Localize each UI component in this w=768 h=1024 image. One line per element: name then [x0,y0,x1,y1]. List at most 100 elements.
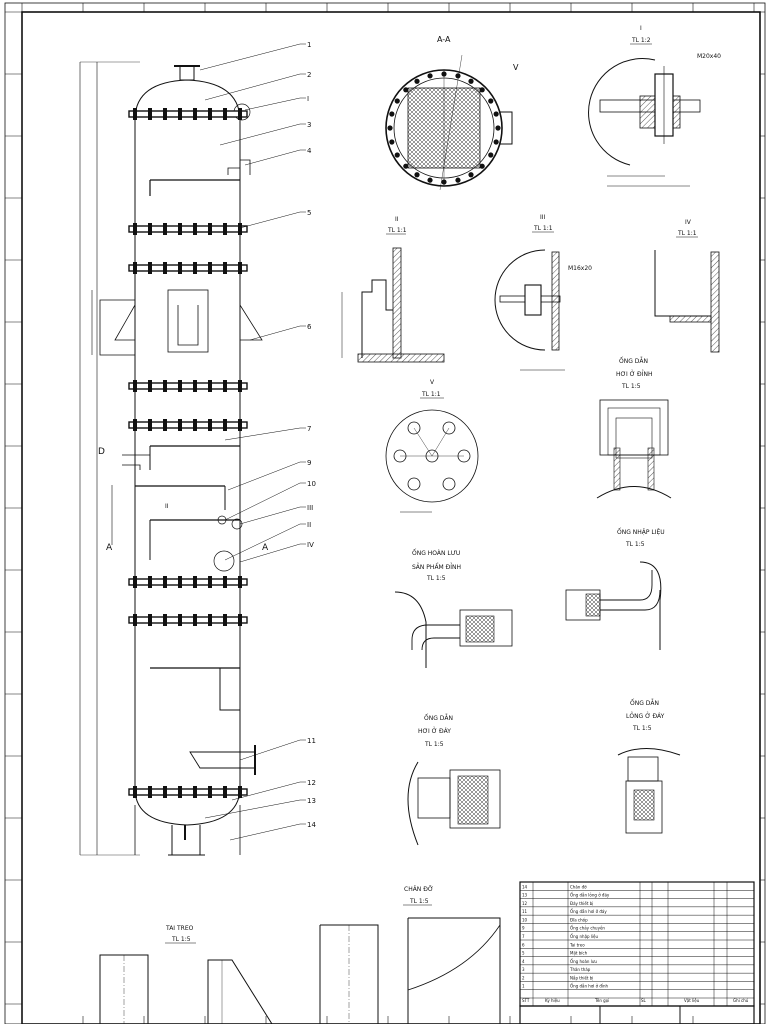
label-ii: II [165,503,169,510]
title-block-row-name: Thân tháp [569,967,591,972]
detail-i: I TL 1:2 M20x40 [588,25,721,187]
section-aa: A-A V [385,35,519,191]
callout-label: 7 [307,425,311,433]
title-block-row-no: 9 [522,926,525,931]
callout-label: 5 [307,209,311,217]
svg-text:Ký hiệu: Ký hiệu [545,998,560,1003]
title-block-row-name: Ống dẫn hơi ở đỉnh [570,984,609,989]
svg-text:ỐNG DẪN: ỐNG DẪN [630,699,659,707]
title-block-row-no: 4 [522,959,525,964]
callout-label: 11 [307,737,316,745]
svg-text:II: II [395,216,399,223]
svg-text:IV: IV [685,219,692,226]
svg-text:TL 1:5: TL 1:5 [625,541,645,548]
svg-text:TL 1:5: TL 1:5 [632,725,652,732]
title-block-row-name: Ống chảy chuyền [570,926,605,931]
main-column-view [79,61,263,856]
svg-text:HƠI Ở ĐÁY: HƠI Ở ĐÁY [418,727,451,735]
title-block-row-no: 3 [522,967,525,972]
svg-text:SL: SL [641,998,647,1003]
title-block-row-name: Ống nhập liệu [570,934,599,939]
svg-text:I: I [640,25,642,32]
label-d: D [98,447,105,457]
callout-label: 2 [307,71,311,79]
svg-text:TL 1:5: TL 1:5 [409,898,429,905]
svg-text:TL 1:2: TL 1:2 [631,37,651,44]
pipe-reflux: ỐNG HOÀN LƯU SẢN PHẨM ĐỈNH TL 1:5 [394,549,513,668]
hanger: TAI TREO TL 1:5 [99,925,273,1024]
callout-label: 3 [307,121,311,129]
svg-text:III: III [540,214,546,221]
title-block-row-name: Đĩa chóp [570,917,588,922]
svg-text:TL 1:5: TL 1:5 [424,741,444,748]
callout-label: 12 [307,779,316,787]
pipe-feed: ỐNG NHẬP LIỆU TL 1:5 [565,528,665,650]
svg-text:TAI TREO: TAI TREO [165,925,194,932]
title-block-row-no: 14 [522,884,528,889]
svg-text:V: V [430,379,435,386]
svg-text:ỐNG DẪN: ỐNG DẪN [619,357,648,365]
title-block-row-name: Ống dẫn hơi ở đáy [570,909,607,914]
svg-text:HƠI Ở ĐỈNH: HƠI Ở ĐỈNH [616,370,652,378]
sheet-border [4,2,766,1024]
title-block-row-name: Ống dẫn lỏng ở đáy [570,893,610,898]
title-block-row-name: Đáy thiết bị [570,901,593,906]
title-block-row-no: 1 [522,984,525,989]
detail-iii: III TL 1:1 M16x20 [494,214,592,371]
title-block-row-no: 2 [522,975,525,980]
svg-text:SẢN PHẨM ĐỈNH: SẢN PHẨM ĐỈNH [412,563,461,571]
pipe-bottom-vapor: ỐNG DẪN HƠI Ở ĐÁY TL 1:5 [407,714,501,846]
svg-text:TL 1:1: TL 1:1 [533,225,553,232]
pipe-top-vapor: ỐNG DẪN HƠI Ở ĐỈNH TL 1:5 [596,357,672,499]
svg-text:M16x20: M16x20 [568,265,592,272]
pipe-bottom-liquid: ỐNG DẪN LỎNG Ở ĐÁY TL 1:5 [617,699,681,834]
svg-text:TL 1:1: TL 1:1 [387,227,407,234]
svg-text:TL 1:5: TL 1:5 [426,575,446,582]
title-block-footer: STT Ký hiệu Tên gọi SL Vật liệu Ghi chú [522,998,749,1003]
title-block-row-no: 13 [522,893,528,898]
svg-text:ỐNG DẪN: ỐNG DẪN [424,714,453,722]
title-block-row-no: 12 [522,901,528,906]
svg-text:V: V [513,63,519,72]
title-block-row-name: Chân đỡ [570,884,587,889]
column-flanges [128,108,248,798]
callout-label: IV [307,541,314,549]
svg-text:TL 1:1: TL 1:1 [677,230,697,237]
svg-text:LỎNG Ở ĐÁY: LỎNG Ở ĐÁY [626,712,665,720]
title-block-row-name: Nắp thiết bị [570,975,593,980]
support-leg: CHÂN ĐỠ TL 1:5 [319,886,501,1024]
detail-ii: II TL 1:1 [341,216,445,363]
callout-label: III [307,504,313,512]
callout-label: 14 [307,821,316,829]
callout-label: 4 [307,147,312,155]
svg-text:Vật liệu: Vật liệu [684,998,700,1003]
title-block-row-name: Mặt bích [570,951,588,956]
svg-text:ỐNG NHẬP LIỆU: ỐNG NHẬP LIỆU [617,528,665,536]
svg-text:ỐNG HOÀN LƯU: ỐNG HOÀN LƯU [412,549,460,557]
svg-text:M20x40: M20x40 [697,53,721,60]
svg-text:Ghi chú: Ghi chú [733,998,749,1003]
callout-label: 6 [307,323,312,331]
title-block-row-name: Tai treo [569,942,585,947]
callout-label: 9 [307,459,311,467]
title-block-row-name: Ống hoàn lưu [570,959,597,964]
svg-text:Tên gọi: Tên gọi [594,998,609,1003]
callout-label: II [307,521,311,529]
detail-iv: IV TL 1:1 [654,219,720,353]
callout-label: I [307,95,309,103]
title-block-row-no: 5 [522,951,525,956]
callout-label: 13 [307,797,316,805]
title-block-row-no: 7 [522,934,525,939]
title-block-row-no: 6 [522,942,525,947]
callout-label: 1 [307,41,311,49]
svg-text:STT: STT [522,998,530,1003]
svg-text:TL 1:1: TL 1:1 [421,391,441,398]
svg-text:CHÂN ĐỠ: CHÂN ĐỠ [404,886,433,893]
label-a-left: A [106,543,113,553]
callout-label: 10 [307,480,316,488]
title-block-row-no: 10 [522,917,528,922]
label-a-right: A [262,543,269,553]
